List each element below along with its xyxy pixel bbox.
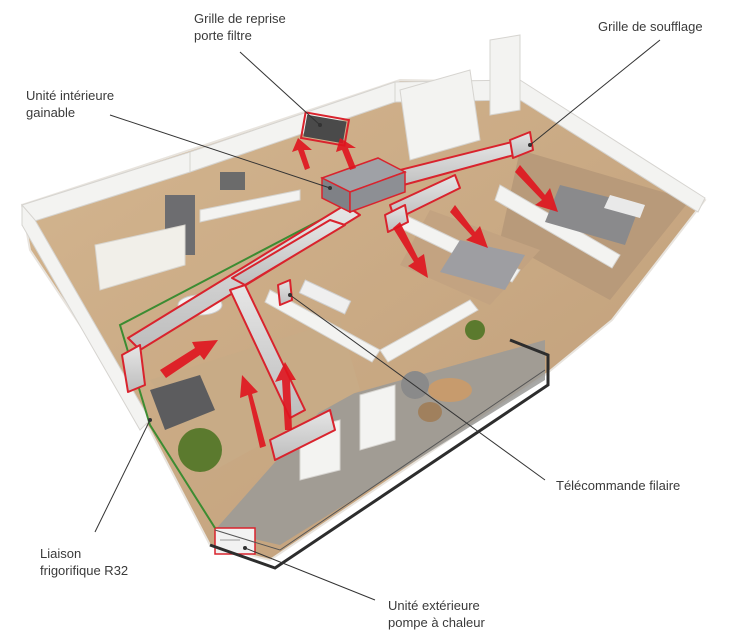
terrace-chair-1 <box>401 371 429 399</box>
leader-unite-exterieure <box>243 546 376 601</box>
plant-2 <box>465 320 485 340</box>
return-grille-outline <box>299 111 351 147</box>
label-grille-soufflage: Grille de soufflage <box>598 18 703 35</box>
label-unite-exterieure: Unité extérieure pompe à chaleur <box>388 597 485 631</box>
wall-office-2 <box>379 299 479 363</box>
bed-middle <box>440 240 525 290</box>
leader-grille-reprise <box>239 51 322 127</box>
return-grille <box>303 114 347 144</box>
leader-grille-soufflage <box>528 39 661 147</box>
wall-office <box>264 289 381 363</box>
arrow-return-2 <box>292 138 312 170</box>
arrow-return-1 <box>336 138 356 170</box>
duct-branch-front-2 <box>231 219 346 286</box>
label-unite-exterieure-line1: Unité extérieure <box>388 598 480 613</box>
bed-right-pillows <box>604 195 645 218</box>
leader-unite-interieure <box>109 114 332 190</box>
kitchen-counter <box>94 224 186 291</box>
wall-front-low <box>359 384 396 451</box>
wall-bath <box>399 69 481 161</box>
walls <box>21 34 706 481</box>
railing-top <box>209 338 550 570</box>
label-liaison-line1: Liaison <box>40 546 82 561</box>
terrace-table <box>428 378 472 402</box>
balcony-railing <box>209 338 550 570</box>
diffuser-bed-middle <box>384 204 409 233</box>
arrow-bed-right <box>515 165 558 212</box>
arrow-living <box>160 340 218 378</box>
arrow-front-2 <box>275 362 296 430</box>
label-unite-interieure-line2: gainable <box>26 105 76 120</box>
diffuser-office <box>277 279 293 306</box>
plant <box>178 428 222 472</box>
leader-telecommande <box>288 293 546 481</box>
picture-frame <box>220 172 245 190</box>
wall-tower <box>489 34 521 116</box>
wall-kitchen <box>199 189 301 223</box>
diffuser-left <box>121 344 146 393</box>
label-unite-interieure-line1: Unité intérieure <box>26 88 115 103</box>
arrow-front-1 <box>240 375 266 448</box>
leader-liaison <box>94 418 152 533</box>
label-grille-reprise-line1: Grille de reprise <box>194 11 286 26</box>
label-liaison: Liaison frigorifique R32 <box>40 545 128 579</box>
arrow-bed-middle-1 <box>450 205 488 248</box>
label-unite-exterieure-line2: pompe à chaleur <box>388 615 485 630</box>
terrace-chair-2 <box>418 402 442 422</box>
railing-glass <box>214 369 546 551</box>
indoor-unit-side <box>349 170 406 214</box>
diffuser-front <box>269 409 336 461</box>
label-telecommande-line1: Télécommande filaire <box>556 478 681 493</box>
label-liaison-line2: frigorifique R32 <box>40 563 129 578</box>
furniture <box>94 111 645 555</box>
airflow-arrows <box>160 138 558 448</box>
label-unite-interieure: Unité intérieure gainable <box>26 87 114 121</box>
arrow-bed-middle-2 <box>393 222 428 278</box>
label-grille-reprise-line2: porte filtre <box>194 28 252 43</box>
label-telecommande: Télécommande filaire <box>556 477 680 494</box>
label-grille-reprise: Grille de reprise porte filtre <box>194 10 286 44</box>
leader-lines <box>94 39 661 601</box>
sofa <box>150 375 215 430</box>
office-desk <box>298 279 352 315</box>
diffuser-bed-right <box>509 131 534 159</box>
label-grille-soufflage-line1: Grille de soufflage <box>598 19 703 34</box>
wall-left <box>21 203 151 431</box>
